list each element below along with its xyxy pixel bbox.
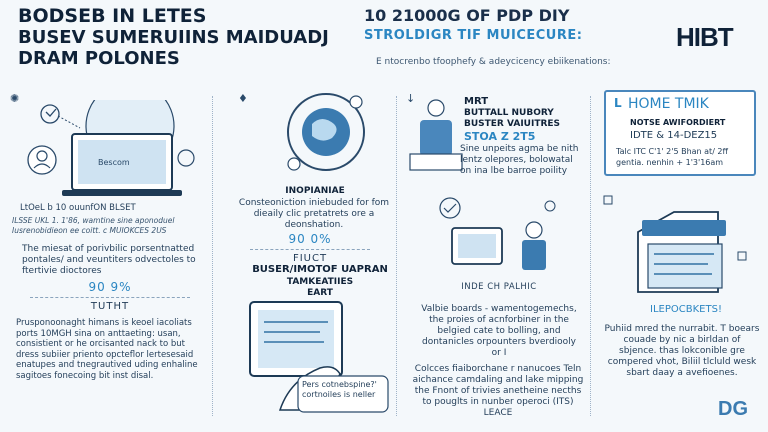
- card-marker-icon: L: [614, 96, 622, 110]
- title-line-3: DRAM POLONES: [18, 48, 180, 69]
- column-4: L HOME TMIK NOTSE AWIFORDIERT IDTE & 14-…: [598, 86, 762, 426]
- col2-paragraph: Consteoniction iniebuded for fom dieaily…: [238, 198, 390, 230]
- col4-paragraph: Puhiid mred the nurrabit. T boears couad…: [604, 324, 760, 378]
- person-desk-illustration: [409, 99, 463, 171]
- col2-percent: 90 0%: [288, 232, 332, 246]
- col3-heading-1: MRT: [464, 96, 489, 107]
- col2-percent-label: FIUCT: [292, 253, 328, 264]
- footer-logo: DG: [718, 398, 748, 420]
- col1-italic-2: Iusrenobidieon ee coitt. c MUIOKCES 2US: [12, 226, 167, 235]
- col2-stat: 90 0% FIUCT: [250, 232, 370, 264]
- col1-body: Prusponoonaght himans is keoel iacoliats…: [16, 318, 198, 381]
- col2-bubble: Pers cotnebspine?' cortnoiles is neller: [302, 380, 377, 399]
- col4-label: ILEPOCBKETS!: [650, 304, 722, 315]
- subtitle-line-2: STROLDIGR TIF MUICECURE:: [364, 28, 583, 43]
- column-divider: [212, 96, 213, 416]
- col1-label-line: LtOeL b 10 ouunfON BLSET: [20, 203, 136, 213]
- col1-text: The miesat of porivbilic porsentnatted p…: [22, 244, 196, 276]
- globe-illustration: [287, 93, 365, 171]
- header-title-block: BODSEB IN LETES BUSEV SUMERUIINS MAIDUAD…: [18, 5, 348, 70]
- col2-heading-2: BUSER/IMOTOF UAPRAN: [252, 264, 388, 275]
- title-line-2: BUSEV SUMERUIINS MAIDUADJ: [18, 27, 329, 48]
- col3-heading-2: BUTTALL NUBORY: [464, 108, 554, 118]
- col3-heading-3: BUSTER VAIUITRES: [464, 119, 561, 129]
- column-divider: [396, 96, 397, 416]
- brand-logo: HIBT: [676, 22, 734, 52]
- col3-code: STOA Z 2T5: [464, 130, 536, 143]
- header-subtitle-block: 10 21000G OF PDP DIY STROLDIGR TIF MUICE…: [364, 6, 624, 68]
- col2-rule: [250, 249, 370, 250]
- col1-percent-label: TUTHT: [90, 301, 130, 312]
- subtitle-line-1: 10 21000G OF PDP DIY: [364, 6, 570, 25]
- col3-paragraph-3: Colcces fiaiborchane r nanucoes Teln aic…: [412, 364, 584, 418]
- column-1: ✺ Bescom LtOeL b 10 ouunfON BLSET ILSSE …: [10, 86, 206, 426]
- col2-heading: INOPIANIAE: [285, 186, 345, 196]
- col3-paragraph-2: Valbie boards - wamentogemechs, the proi…: [421, 304, 577, 358]
- title-line-1: BODSEB IN LETES: [18, 5, 207, 27]
- col1-italic-1: ILSSE UKL 1. 1'86, wamtine sine aponodue…: [12, 216, 175, 225]
- col3-paragraph-1: Sine unpeits agma be nith lentz olepores…: [460, 144, 579, 176]
- lightbulb-icon: ✺: [10, 92, 20, 105]
- col1-stat: 90 9% TUTHT: [30, 280, 190, 312]
- card-code: IDTE & 14-DEZ15: [630, 130, 718, 141]
- tablet-hand-illustration: [249, 301, 389, 413]
- subtitle-note: E ntocrenbo tfoophefy & adeycicency ebii…: [376, 57, 611, 67]
- column-3: ↓ MRT BUTTALL NUBORY BUSTER VAIUITRES ST…: [402, 86, 586, 426]
- col1-rule: [30, 297, 190, 298]
- arrow-icon: ↓: [406, 92, 416, 105]
- shop-folder-illustration: [603, 195, 747, 293]
- lightbulb-icon: ♦: [238, 92, 248, 105]
- col3-label: INDE CH PALHIC: [461, 282, 537, 292]
- card-subtitle: NOTSE AWIFORDIERT: [630, 118, 726, 127]
- screen-label: Bescom: [98, 158, 130, 167]
- column-divider: [590, 96, 591, 416]
- info-card: L HOME TMIK NOTSE AWIFORDIERT IDTE & 14-…: [604, 90, 756, 176]
- col1-percent: 90 9%: [88, 280, 132, 294]
- col2-heading-3: TAMKEATIIES: [286, 277, 354, 287]
- card-text: Talc ITC C'1' 2'5 Bhan at/ 2ff gentia. n…: [616, 147, 729, 167]
- col2-heading-4: EART: [307, 288, 333, 298]
- column-2: ♦ INOPIANIAE Consteoniction iniebuded fo…: [220, 86, 390, 426]
- laptop-illustration: [27, 100, 195, 196]
- card-title: HOME TMIK: [628, 96, 709, 112]
- computer-user-illustration: [439, 197, 556, 270]
